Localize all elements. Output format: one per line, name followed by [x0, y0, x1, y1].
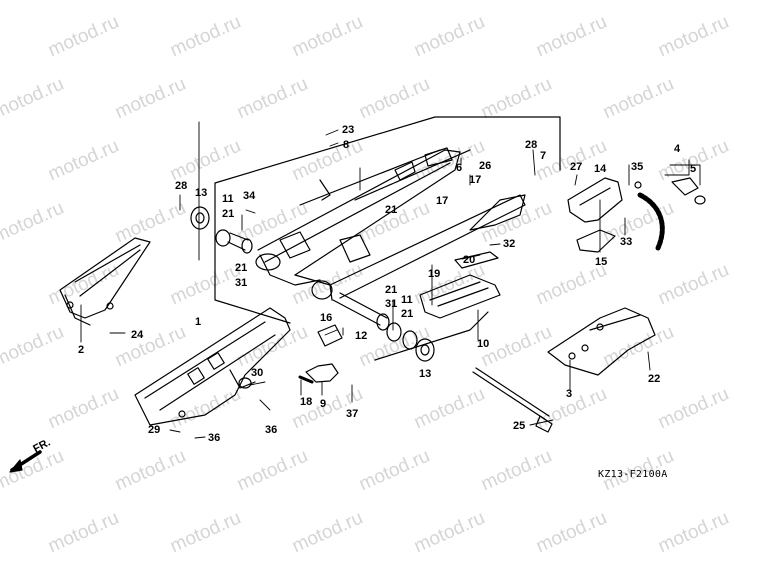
callout-34: 34 — [243, 190, 256, 202]
stopper-set — [298, 324, 343, 384]
callout-21b: 21 — [235, 262, 248, 274]
callout-23: 23 — [342, 124, 355, 136]
callout-13b: 13 — [419, 368, 432, 380]
chain-slider — [419, 251, 501, 319]
callout-17a: 17 — [436, 195, 449, 207]
callout-26: 26 — [479, 160, 492, 172]
pivot-bushing — [332, 292, 390, 331]
callout-21c: 21 — [385, 204, 398, 216]
callout-11a: 11 — [222, 193, 234, 205]
leader-lines — [80, 121, 701, 439]
callout-7: 7 — [540, 150, 547, 162]
callout-12: 12 — [355, 330, 368, 342]
callout-28b: 28 — [525, 139, 538, 151]
callout-25: 25 — [513, 420, 526, 432]
callout-14: 14 — [594, 163, 607, 175]
callout-19: 19 — [428, 268, 441, 280]
callout-28a: 28 — [175, 180, 188, 192]
chain-slider-guide — [567, 177, 623, 253]
callout-29: 29 — [148, 424, 161, 436]
bearing-set-right — [386, 322, 435, 362]
callout-9: 9 — [320, 398, 327, 410]
callout-3: 3 — [566, 388, 573, 400]
callout-17b: 17 — [469, 174, 482, 186]
callout-8: 8 — [343, 139, 350, 151]
forward-arrow — [9, 450, 42, 473]
callout-5: 5 — [690, 163, 697, 175]
swingarm-body — [255, 147, 526, 301]
callout-37: 37 — [346, 408, 359, 420]
callout-6: 6 — [456, 162, 463, 174]
callout-4: 4 — [674, 143, 681, 155]
callout-24: 24 — [131, 329, 144, 341]
chain-roller-assembly — [634, 177, 706, 251]
callout-33: 33 — [620, 236, 633, 248]
callout-20: 20 — [463, 254, 476, 266]
bearing-set-left — [190, 206, 253, 254]
callout-31a: 31 — [235, 277, 248, 289]
callout-35: 35 — [631, 161, 644, 173]
callout-18: 18 — [300, 396, 313, 408]
callout-16: 16 — [320, 312, 333, 324]
chain-guide — [59, 237, 151, 326]
callout-21a: 21 — [222, 208, 235, 220]
callout-21e: 21 — [401, 308, 414, 320]
callout-13a: 13 — [195, 187, 208, 199]
callout-2: 2 — [78, 344, 85, 356]
callout-10: 10 — [477, 338, 490, 350]
callout-32: 32 — [503, 238, 516, 250]
callout-11b: 11 — [401, 294, 413, 306]
assembly-bracket-lower — [374, 311, 489, 361]
assembly-bracket — [214, 116, 561, 324]
callout-21d: 21 — [385, 284, 398, 296]
callout-27: 27 — [570, 161, 583, 173]
callout-1: 1 — [195, 316, 202, 328]
swingarm-guard — [547, 307, 656, 376]
diagram-reference-code: KZ13-F2100A — [598, 469, 668, 480]
callout-15: 15 — [595, 256, 608, 268]
callout-36a: 36 — [265, 424, 278, 436]
callout-36b: 36 — [208, 432, 221, 444]
callout-22: 22 — [648, 373, 661, 385]
callout-30: 30 — [251, 367, 264, 379]
drive-chain-case — [134, 307, 291, 426]
callout-31b: 31 — [385, 298, 398, 310]
